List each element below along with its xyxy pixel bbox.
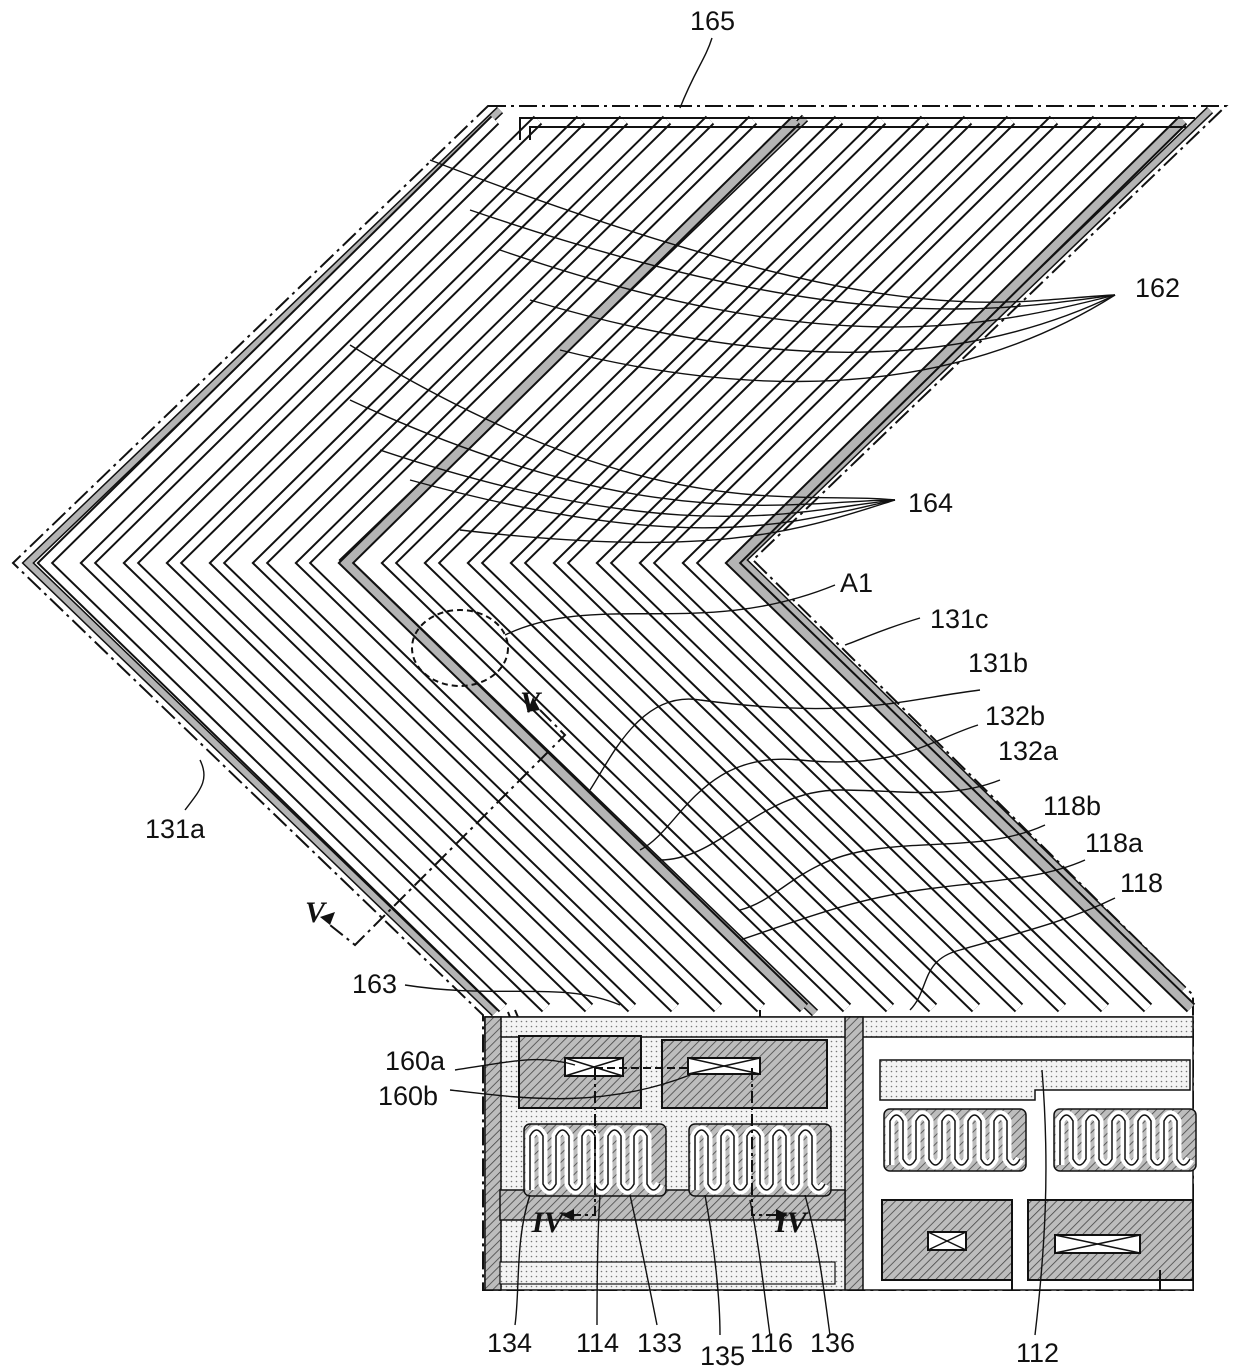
label-118: 118 [1120, 868, 1163, 898]
label-112: 112 [1016, 1338, 1059, 1368]
label-118a: 118a [1085, 828, 1144, 858]
section-mark-v-bottom: V [305, 896, 328, 929]
section-mark-v-top: V [520, 686, 543, 719]
label-135: 135 [700, 1341, 745, 1370]
label-134: 134 [487, 1328, 532, 1358]
label-163: 163 [352, 969, 397, 999]
section-mark-iv-left: IV [531, 1206, 567, 1239]
label-160a: 160a [385, 1046, 446, 1076]
label-160b: 160b [378, 1081, 438, 1111]
label-131c: 131c [930, 604, 989, 634]
label-136: 136 [810, 1328, 855, 1358]
label-118b: 118b [1043, 791, 1101, 821]
label-116: 116 [750, 1328, 793, 1358]
label-132b: 132b [985, 701, 1045, 731]
section-mark-iv-right: IV [774, 1206, 810, 1239]
label-132a: 132a [998, 736, 1059, 766]
label-131b: 131b [968, 648, 1028, 678]
label-114: 114 [576, 1328, 619, 1358]
label-131a: 131a [145, 814, 206, 844]
label-a1: A1 [840, 568, 873, 598]
label-164: 164 [908, 488, 953, 518]
label-165: 165 [690, 6, 735, 36]
label-162: 162 [1135, 273, 1180, 303]
label-133: 133 [637, 1328, 682, 1358]
electrode-fingers [45, 120, 1191, 1008]
